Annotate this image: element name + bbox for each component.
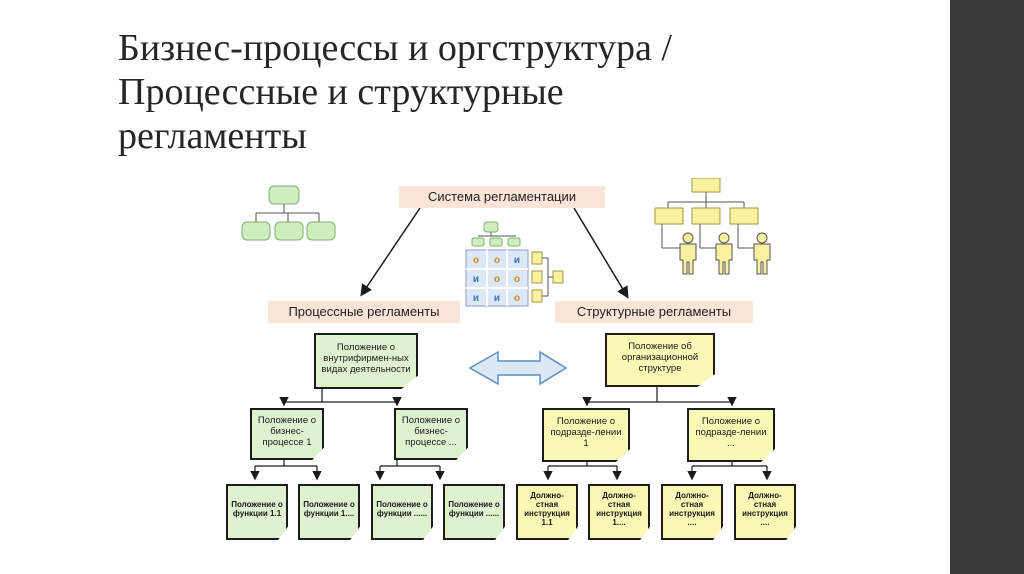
function-doc-1: Положение о функции 1.1 — [226, 484, 288, 540]
matrix-cell-symbol: и — [473, 274, 479, 285]
matrix-cell-symbol: о — [514, 293, 520, 304]
arrow-to-structure — [573, 207, 629, 299]
matrix-cell-symbol: о — [514, 274, 520, 285]
department-doc-1: Положение о подразде-лении 1 — [542, 408, 630, 462]
job-description-doc-4: Должно-стная инструкция .... — [734, 484, 796, 540]
title-line-1: Бизнес-процессы и оргструктура / — [118, 27, 672, 69]
function-doc-3: Положение о функции ...... — [371, 484, 433, 540]
sidebar-bar — [950, 0, 1024, 574]
structure-regulations-header: Структурные регламенты — [555, 301, 753, 323]
process-regulations-header: Процессные регламенты — [268, 301, 460, 323]
matrix-cell-symbol: о — [494, 274, 500, 285]
matrix-cell-symbol: и — [514, 255, 520, 266]
business-process-doc-2: Положение о бизнес-процессе ... — [394, 408, 468, 460]
job-description-doc-3: Должно-стная инструкция .... — [661, 484, 723, 540]
function-doc-2: Положение о функции 1.... — [298, 484, 360, 540]
job-description-doc-2: Должно-стная инструкция 1.... — [588, 484, 650, 540]
org-chart-people-icon — [654, 178, 771, 275]
slide-title: Бизнес-процессы и оргструктура / Процесс… — [118, 26, 918, 158]
title-line-3: регламенты — [118, 115, 307, 157]
function-doc-4: Положение о функции ...... — [443, 484, 505, 540]
process-top-doc: Положение о внутрифирмен-ных видах деяте… — [314, 333, 418, 389]
structure-top-doc: Положение об организационной структуре — [605, 333, 715, 387]
matrix-cell-symbol: и — [494, 293, 500, 304]
job-description-doc-1: Должно-стная инструкция 1.1 — [516, 484, 578, 540]
business-process-doc-1: Положение о бизнес-процессе 1 — [250, 408, 324, 460]
system-label: Система регламентации — [399, 186, 605, 208]
process-tree-icon — [241, 185, 336, 241]
matrix-cell-symbol: о — [473, 255, 479, 266]
arrow-to-process — [360, 207, 421, 297]
matrix-cell-symbol: и — [473, 293, 479, 304]
title-line-2: Процессные и структурные — [118, 71, 564, 113]
department-doc-2: Положение о подразде-лении ... — [687, 408, 775, 462]
double-arrow — [468, 350, 568, 386]
matrix-cell-symbol: о — [494, 255, 500, 266]
